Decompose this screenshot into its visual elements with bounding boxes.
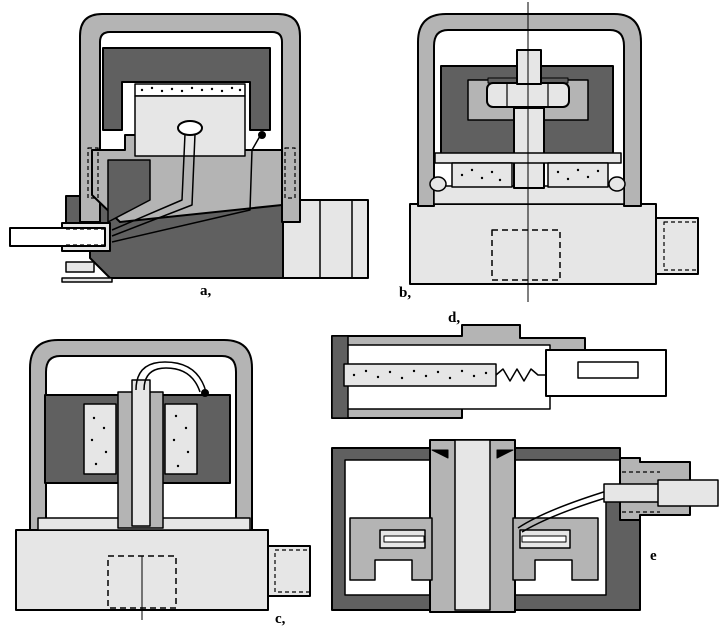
label-a: a, <box>200 283 212 299</box>
figure-b-pressure-sensor <box>409 2 699 302</box>
figure-a-lid <box>102 47 271 131</box>
figure-a-cover <box>79 13 301 223</box>
figure-e-pressure-sensor <box>331 439 719 613</box>
figure-b-base <box>409 203 657 285</box>
figure-d-sensor-probe <box>331 324 667 419</box>
figure-a-connector <box>282 199 369 279</box>
label-e: e <box>650 548 657 564</box>
label-b: b, <box>399 285 412 301</box>
figure-a-pressure-sensor <box>9 13 369 283</box>
figure-b-cover <box>417 13 642 207</box>
label-c: c, <box>275 611 286 627</box>
label-d: d, <box>448 310 461 326</box>
figure-c-pressure-sensor <box>15 339 311 620</box>
figure-a-sensing-element <box>134 83 246 97</box>
